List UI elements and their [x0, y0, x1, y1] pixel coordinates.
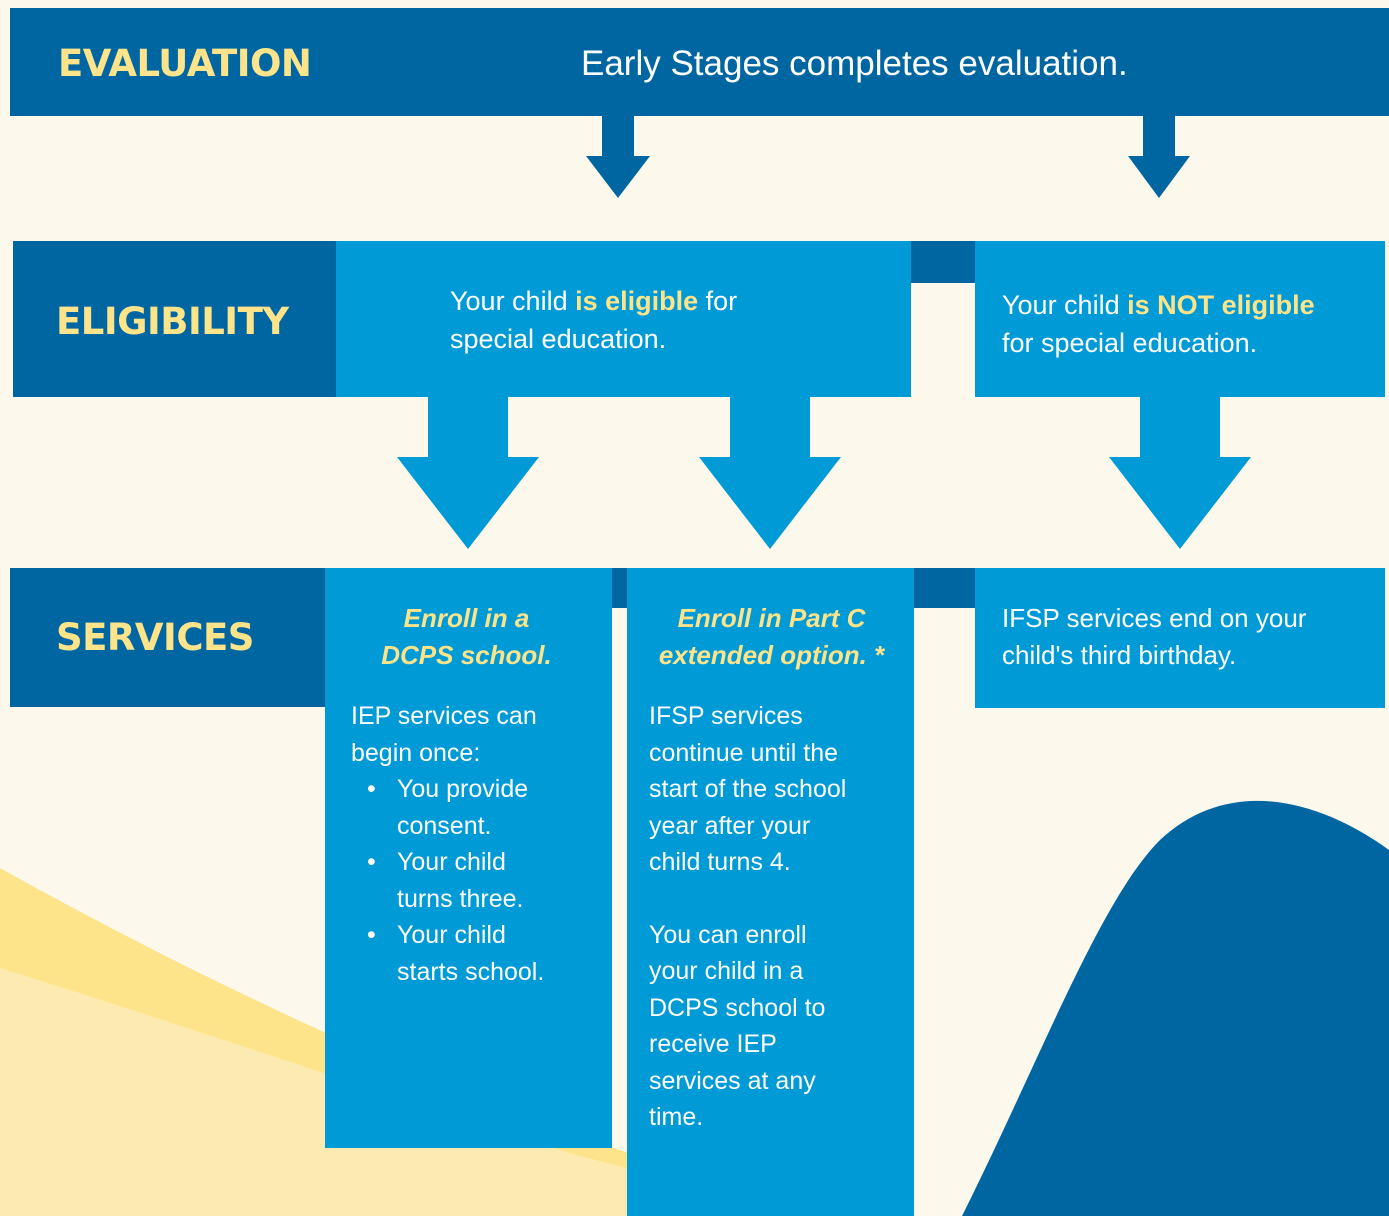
pale-yellow-wave: [0, 968, 880, 1216]
evaluation-text: Early Stages completes evaluation.: [581, 44, 1128, 83]
arrow-down-icon: [397, 397, 539, 549]
eligibility-label: ELIGIBILITY: [56, 300, 289, 343]
part-c-paragraph-1: IFSP services continue until the start o…: [649, 702, 847, 876]
blue-hill: [962, 800, 1389, 1216]
not-eligible-services-box: [975, 568, 1385, 708]
not-eligible-box: [975, 241, 1385, 397]
dcps-conditions-list: • You provide consent. • Your child turn…: [351, 771, 606, 990]
arrow-down-icon: [1128, 116, 1190, 198]
eligible-highlight: is eligible: [575, 286, 699, 316]
services-connector: [913, 568, 976, 608]
not-eligible-text: Your child is NOT eligible for special e…: [1002, 290, 1315, 358]
not-eligible-services-text: IFSP services end on your child's third …: [1002, 603, 1307, 670]
list-item: • Your child turns three.: [367, 848, 524, 913]
part-c-paragraph-2: You can enroll your child in a DCPS scho…: [649, 920, 826, 1132]
dcps-heading: Enroll in a DCPS school.: [381, 603, 552, 670]
eligibility-label-box: [13, 241, 336, 397]
part-c-column: [627, 568, 914, 1216]
services-label: SERVICES: [56, 616, 254, 659]
eligible-box: [336, 241, 911, 397]
part-c-heading: Enroll in Part C extended option. *: [658, 603, 885, 670]
eligibility-connector: [910, 241, 976, 283]
services-connector: [611, 568, 628, 608]
services-label-box: [10, 568, 326, 707]
dcps-body: IEP services can begin once: • You provi…: [351, 698, 606, 990]
arrow-down-icon: [586, 116, 650, 198]
arrow-down-icon: [1109, 397, 1251, 549]
list-item: • Your child starts school.: [367, 921, 545, 986]
dcps-column: [325, 568, 612, 1148]
arrow-down-icon: [699, 397, 841, 549]
evaluation-label: EVALUATION: [58, 42, 312, 85]
eligible-text: Your child is eligible for special educa…: [450, 286, 738, 354]
evaluation-bar: [10, 8, 1389, 116]
part-c-body: IFSP services continue until the start o…: [649, 698, 911, 1136]
not-eligible-highlight: is NOT eligible: [1127, 290, 1315, 320]
list-item: • You provide consent.: [367, 775, 529, 840]
